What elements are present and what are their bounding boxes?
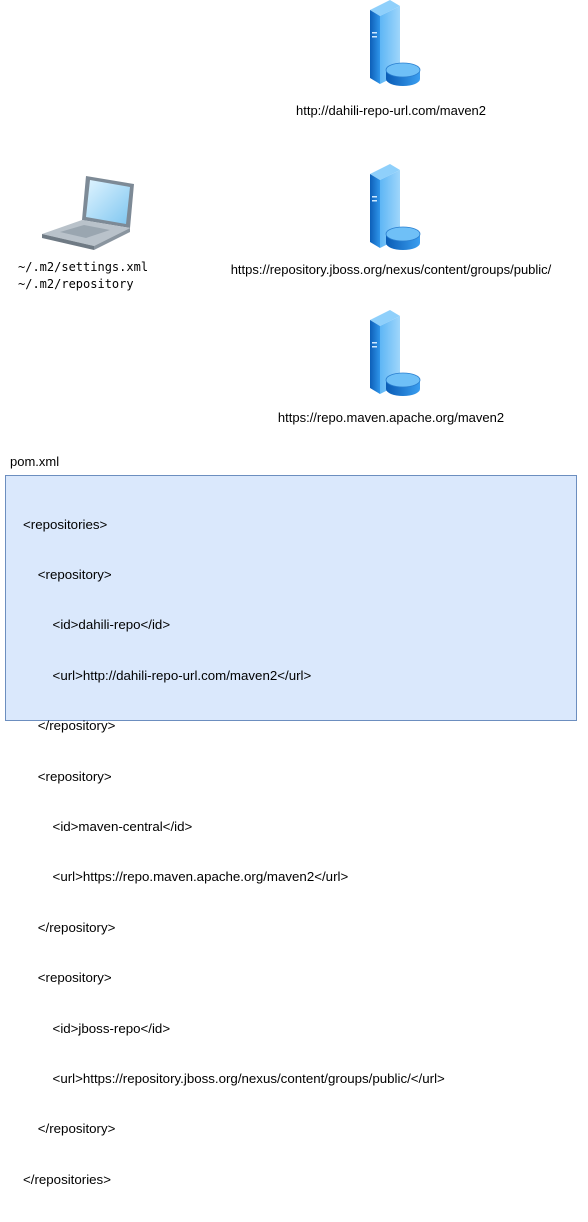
pom-label: pom.xml [10,454,60,469]
pom-line: <id>dahili-repo</id> [23,617,171,633]
server-url-3: https://repo.maven.apache.org/maven2 [277,410,505,425]
server-url-1: http://dahili-repo-url.com/maven2 [295,103,487,118]
local-repository-path: ~/.m2/repository [18,277,134,291]
pom-line: </repository> [23,1121,116,1137]
pom-line: <repository> [23,566,112,582]
pom-line: <url>https://repo.maven.apache.org/maven… [23,869,349,885]
local-paths: ~/.m2/settings.xml ~/.m2/repository [18,259,148,293]
server-icon [369,164,421,251]
pom-xml-box: <repositories> <repository> <id>dahili-r… [5,475,577,1187]
server-url-2: https://repository.jboss.org/nexus/conte… [230,262,552,277]
pom-line: </repositories> [23,1171,111,1187]
server-icon [369,310,421,397]
local-settings-path: ~/.m2/settings.xml [18,260,149,274]
pom-line: </repository> [23,919,116,935]
pom-line: <id>maven-central</id> [23,818,193,834]
pom-line: <repository> [23,970,112,986]
pom-line: <repositories> [23,516,108,532]
pom-line: </repository> [23,718,116,734]
pom-line: <url>https://repository.jboss.org/nexus/… [23,1070,445,1086]
server-icon [369,0,421,87]
pom-code: <repositories> <repository> <id>dahili-r… [23,483,445,1222]
pom-line: <id>jboss-repo</id> [23,1020,171,1036]
laptop-icon [42,176,134,250]
pom-line: <url>http://dahili-repo-url.com/maven2</… [23,667,312,683]
pom-line: <repository> [23,768,112,784]
